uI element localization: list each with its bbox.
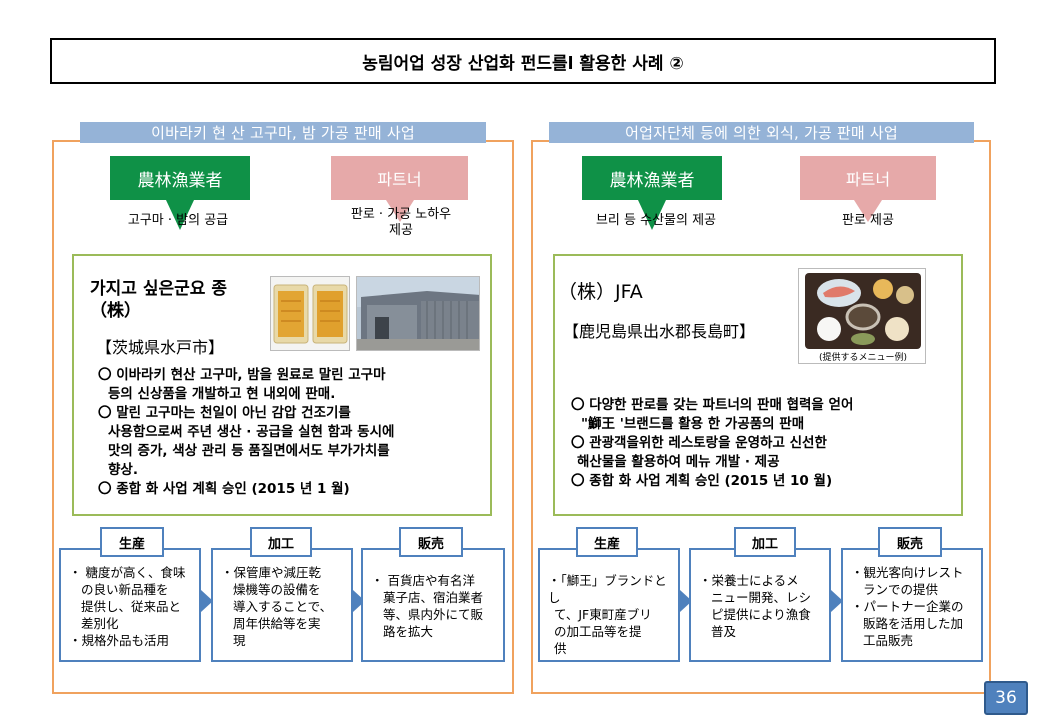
right-bullet-line: "鰤王 '브랜드를 활용 한 가공품의 판매 bbox=[581, 416, 805, 432]
left-company-name-line2: （株） bbox=[90, 301, 141, 321]
step-line: ランでの提供 bbox=[863, 582, 939, 597]
left-step-sales: ・ 百貨店や有名洋 菓子店、宿泊業者 等、県内外にて販 路を拡大 bbox=[361, 548, 505, 662]
left-company-name-line1: 가지고 싶은군요 종 bbox=[90, 279, 227, 299]
page-title: 농림어업 성장 산업화 펀드를l 활용한 사례 ② bbox=[50, 38, 996, 84]
right-farmer-arrow bbox=[638, 200, 666, 230]
step-line: ・規格外品も活用 bbox=[69, 633, 170, 648]
left-step-production: ・ 糖度が高く、食味 の良い新品種を 提供し、従来品と 差別化 ・規格外品も活用 bbox=[59, 548, 201, 662]
right-partner-supply: 판로 제공 bbox=[842, 213, 894, 228]
step-line: の良い新品種を bbox=[81, 582, 169, 597]
right-partner-arrow bbox=[854, 200, 882, 222]
right-farmer-label: 農林漁業者 bbox=[582, 156, 722, 200]
right-company-name: （株）JFA bbox=[558, 281, 643, 303]
product-photo bbox=[270, 276, 350, 351]
page-number: 36 bbox=[984, 681, 1028, 715]
right-step-sales-tag: 販売 bbox=[878, 527, 942, 557]
step-line: ニュー開発、レシ bbox=[711, 590, 812, 605]
menu-photo-caption: (提供するメニュー例) bbox=[818, 353, 908, 363]
left-bullet-line: 〇 종합 화 사업 계획 승인 (2015 년 1 월) bbox=[98, 481, 350, 497]
right-step-production: ・「鰤王」ブランドとし て、JF東町産ブリ の加工品等を提 供 bbox=[538, 548, 680, 662]
right-company-location: 【鹿児島県出水郡長島町】 bbox=[563, 322, 756, 341]
right-farmer-supply: 브리 등 수산물의 제공 bbox=[595, 213, 717, 228]
left-step-processing-tag: 加工 bbox=[250, 527, 312, 557]
step-line: 工品販売 bbox=[863, 633, 914, 648]
step-line: 販路を活用した加 bbox=[863, 616, 964, 631]
step-line: ・観光客向けレスト bbox=[851, 565, 964, 580]
left-bullet-line: 등의 신상품을 개발하고 현 내외에 판매. bbox=[108, 386, 336, 402]
left-partner-arrow bbox=[386, 200, 414, 222]
step-line: 導入することで、 bbox=[233, 599, 333, 614]
step-line: 路を拡大 bbox=[383, 624, 434, 639]
step-line: 燥機等の設備を bbox=[233, 582, 321, 597]
step-line: ・保管庫や減圧乾 bbox=[221, 565, 322, 580]
right-description: 〇 다양한 판로를 갖는 파트너의 판매 협력을 얻어 "鰤王 '브랜드를 활용… bbox=[571, 396, 853, 491]
right-step-production-tag: 生産 bbox=[576, 527, 638, 557]
right-step-sales: ・観光客向けレスト ランでの提供 ・パートナー企業の 販路を活用した加 工品販売 bbox=[841, 548, 983, 662]
left-partner-supply-line1: 판로 · 가공 노하우 bbox=[350, 207, 452, 222]
left-bullet-line: 사용함으로써 주년 생산 · 공급을 실현 함과 동시에 bbox=[108, 424, 395, 440]
left-bullet-line: 〇 이바라키 현산 고구마, 밤을 원료로 말린 고구마 bbox=[98, 367, 386, 383]
step-line: 菓子店、宿泊業者 bbox=[383, 590, 484, 605]
step-line: 差別化 bbox=[81, 616, 119, 631]
left-description: 〇 이바라키 현산 고구마, 밤을 원료로 말린 고구마 등의 신상품을 개발하… bbox=[98, 366, 394, 499]
menu-photo: (提供するメニュー例) bbox=[798, 268, 926, 364]
right-step-processing-tag: 加工 bbox=[734, 527, 796, 557]
left-step-arrow-1 bbox=[201, 590, 213, 612]
dried-potato-image bbox=[273, 284, 348, 344]
right-bullet-line: 해산물을 활용하여 메뉴 개발 · 제공 bbox=[577, 454, 780, 470]
step-line: 提供し、従来品と bbox=[81, 599, 182, 614]
right-case-header: 어업자단체 등에 의한 외식, 가공 판매 사업 bbox=[549, 122, 974, 143]
step-line: ・「鰤王」ブランドとし bbox=[548, 573, 667, 605]
left-partner-supply-line2: 제공 bbox=[389, 223, 413, 238]
step-line: ・ 百貨店や有名洋 bbox=[371, 573, 475, 588]
right-step-processing: ・栄養士によるメ ニュー開発、レシ ピ提供により漁食 普及 bbox=[689, 548, 831, 662]
set-meal-image bbox=[805, 273, 921, 349]
factory-photo bbox=[356, 276, 480, 351]
left-partner-supply: 판로 · 가공 노하우 제공 bbox=[326, 207, 476, 239]
step-line: 普及 bbox=[711, 624, 737, 639]
left-case-header: 이바라키 현 산 고구마, 밤 가공 판매 사업 bbox=[80, 122, 486, 143]
right-partner-label: 파트너 bbox=[800, 156, 936, 200]
left-step-production-tag: 生産 bbox=[100, 527, 164, 557]
left-farmer-arrow bbox=[166, 200, 194, 230]
step-line: 等、県内外にて販 bbox=[383, 607, 484, 622]
left-bullet-line: 향상. bbox=[108, 462, 138, 478]
left-bullet-line: 〇 말린 고구마는 천일이 아닌 감압 건조기를 bbox=[98, 405, 351, 421]
step-line: 周年供給等を実 bbox=[233, 616, 321, 631]
left-farmer-label: 農林漁業者 bbox=[110, 156, 250, 200]
right-bullet-line: 〇 관광객을위한 레스토랑을 운영하고 신선한 bbox=[571, 435, 827, 451]
step-line: ピ提供により漁食 bbox=[711, 607, 811, 622]
factory-building-image bbox=[357, 277, 479, 350]
left-company-name: 가지고 싶은군요 종 （株） bbox=[90, 278, 227, 322]
left-company-location: 【茨城県水戸市】 bbox=[96, 338, 225, 357]
step-line: の加工品等を提 bbox=[554, 624, 642, 639]
right-step-arrow-2 bbox=[831, 590, 843, 612]
step-line: ・パートナー企業の bbox=[851, 599, 964, 614]
left-step-sales-tag: 販売 bbox=[399, 527, 463, 557]
step-line: ・ 糖度が高く、食味 bbox=[69, 565, 186, 580]
right-bullet-line: 〇 종합 화 사업 계획 승인 (2015 년 10 월) bbox=[571, 473, 833, 489]
left-partner-label: 파트너 bbox=[331, 156, 468, 200]
left-step-processing: ・保管庫や減圧乾 燥機等の設備を 導入することで、 周年供給等を実 現 bbox=[211, 548, 353, 662]
right-bullet-line: 〇 다양한 판로를 갖는 파트너의 판매 협력을 얻어 bbox=[571, 397, 854, 413]
left-bullet-line: 맛의 증가, 색상 관리 등 품질면에서도 부가가치를 bbox=[108, 443, 390, 459]
step-line: 供 bbox=[554, 641, 567, 656]
step-line: て、JF東町産ブリ bbox=[554, 607, 652, 622]
left-farmer-supply: 고구마 · 밤의 공급 bbox=[127, 213, 229, 228]
step-line: 現 bbox=[233, 633, 246, 648]
step-line: ・栄養士によるメ bbox=[699, 573, 799, 588]
